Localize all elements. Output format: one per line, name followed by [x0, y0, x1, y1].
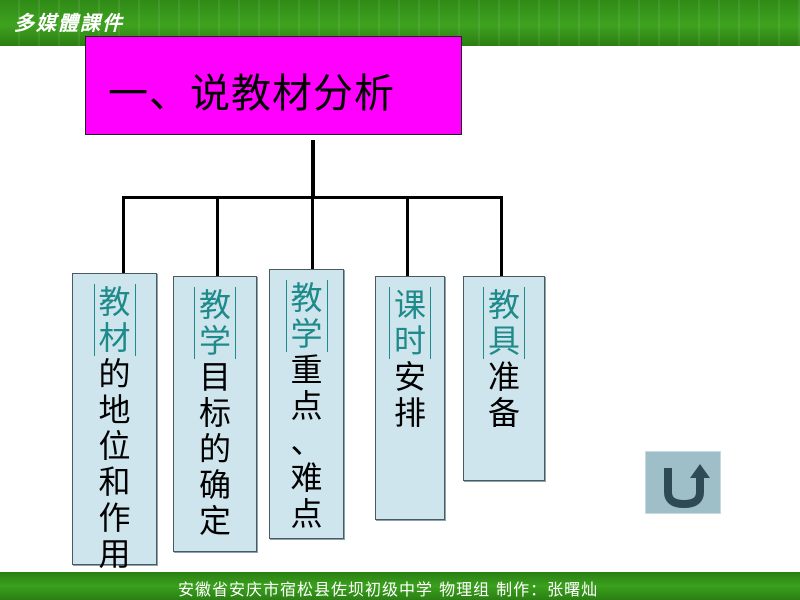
card-text: 教学重点、难点: [270, 280, 343, 532]
card-char: 地: [98, 391, 131, 429]
card-char: 作: [98, 499, 131, 537]
card-text: 教材的地位和作用: [73, 284, 156, 572]
card-char: 重: [290, 351, 323, 389]
connector-drop-4: [406, 196, 409, 276]
card-char: 用: [98, 535, 131, 573]
card-class-hours: 课时安排: [375, 276, 445, 520]
card-char: 确: [198, 466, 231, 504]
card-text: 课时安排: [376, 287, 444, 431]
card-char: 安: [393, 358, 426, 396]
u-turn-arrow-icon: [664, 464, 710, 509]
card-char: 教: [194, 287, 236, 323]
card-text: 教具准备: [464, 287, 544, 431]
card-char: 和: [98, 463, 131, 501]
card-char: 点: [290, 495, 323, 533]
back-button[interactable]: [645, 451, 721, 514]
card-char: 具: [483, 323, 525, 359]
card-char: 教: [285, 280, 328, 316]
card-char: 点: [290, 387, 323, 425]
connector-drop-3: [311, 196, 314, 272]
connector-drop-2: [216, 196, 219, 276]
card-char: 标: [198, 394, 231, 432]
card-char: 备: [487, 394, 520, 432]
card-char: 定: [198, 502, 231, 540]
card-char: 学: [194, 323, 236, 359]
card-char: 教: [483, 287, 525, 323]
card-char: 准: [487, 358, 520, 396]
card-char: 目: [198, 358, 231, 396]
card-char: 位: [98, 427, 131, 465]
card-char: 排: [393, 394, 426, 432]
logo: 多媒體課件: [14, 11, 124, 35]
connector-drop-1: [122, 196, 125, 276]
footer-credit: 安徽省安庆市宿松县佐坝初级中学 物理组 制作：张曙灿: [178, 580, 599, 599]
card-teaching-objectives: 教学目标的确定: [173, 276, 257, 552]
card-char: 的: [98, 355, 131, 393]
card-char: 材: [93, 320, 136, 356]
card-char: 学: [285, 316, 328, 352]
card-char: 时: [389, 323, 431, 359]
card-teaching-aids: 教具准备: [463, 276, 545, 481]
connector-trunk: [311, 140, 315, 198]
card-text: 教学目标的确定: [174, 287, 256, 539]
card-char: 教: [93, 284, 136, 320]
card-teaching-material-position: 教材的地位和作用: [72, 273, 157, 572]
connector-drop-5: [500, 196, 503, 276]
card-char: 课: [389, 287, 431, 323]
card-key-difficult-points: 教学重点、难点: [269, 269, 344, 539]
title-box: 一、说教材分析: [85, 36, 462, 135]
card-char: 的: [198, 430, 231, 468]
page-title: 一、说教材分析: [108, 71, 395, 117]
card-char: 难: [290, 459, 323, 497]
footer-bar: [0, 572, 800, 600]
card-char: 、: [290, 423, 323, 461]
